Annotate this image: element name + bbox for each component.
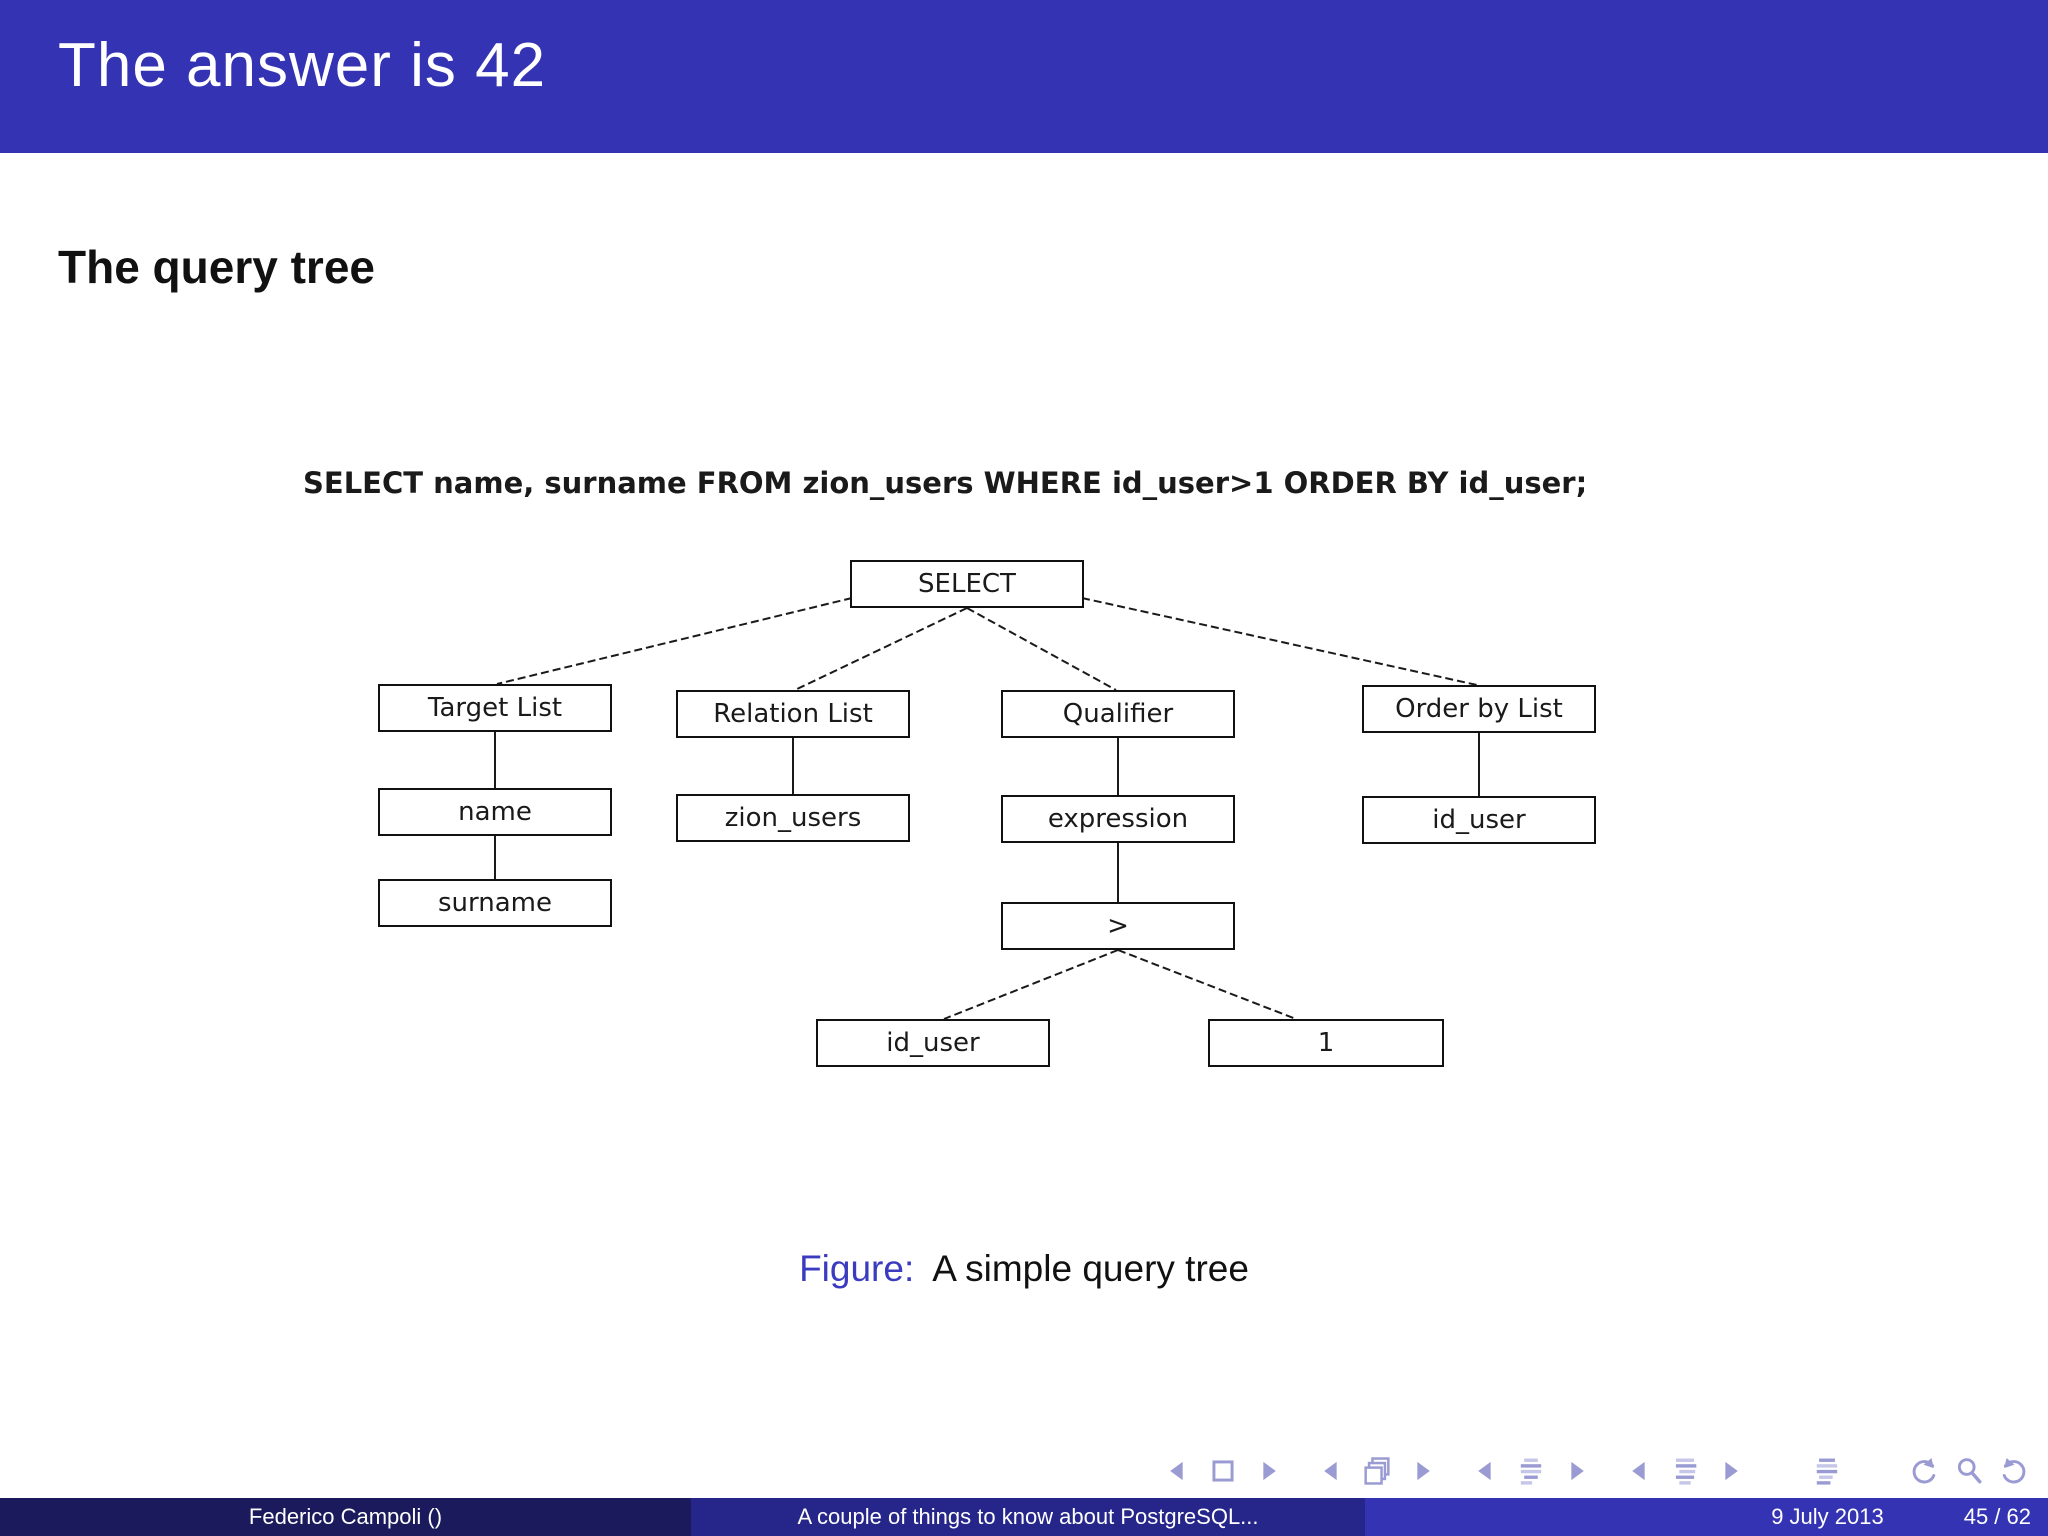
- footer-author-box: Federico Campoli (): [0, 1498, 691, 1536]
- undo-navigation-icon[interactable]: [1906, 1452, 1940, 1490]
- next-subsection-icon[interactable]: [1714, 1452, 1748, 1490]
- next-slide-icon[interactable]: [1252, 1452, 1286, 1490]
- prev-slide-icon[interactable]: [1160, 1452, 1194, 1490]
- footer-date-box: 9 July 2013 45 / 62: [1365, 1498, 2048, 1536]
- navigation-bar: [1160, 1452, 2032, 1490]
- prev-section-icon[interactable]: [1468, 1452, 1502, 1490]
- tree-node-surname: surname: [378, 879, 612, 927]
- figure-caption: Figure: A simple query tree: [0, 1248, 2048, 1290]
- tree-node-relation-list: Relation List: [676, 690, 910, 738]
- footer-short-title: A couple of things to know about Postgre…: [797, 1504, 1259, 1529]
- search-icon[interactable]: [1952, 1452, 1986, 1490]
- footer-title-box: A couple of things to know about Postgre…: [691, 1498, 1365, 1536]
- presentation-overview-icon[interactable]: [1810, 1452, 1844, 1490]
- tree-node-qualifier: Qualifier: [1001, 690, 1235, 738]
- footer-author: Federico Campoli (): [248, 1504, 443, 1529]
- footer: Federico Campoli () A couple of things t…: [0, 1498, 2048, 1536]
- tree-node-name: name: [378, 788, 612, 836]
- tree-node-constant-one: 1: [1208, 1019, 1444, 1067]
- tree-node-order-id-user: id_user: [1362, 796, 1596, 844]
- caption-text: A simple query tree: [932, 1248, 1249, 1289]
- tree-node-gt-operator: >: [1001, 902, 1235, 950]
- footer-page-number: 45 / 62: [1963, 1504, 2031, 1529]
- next-section-icon[interactable]: [1560, 1452, 1594, 1490]
- slide-header: The answer is 42: [0, 0, 2048, 153]
- footer-date: 9 July 2013: [1771, 1504, 1884, 1529]
- tree-node-target-list: Target List: [378, 684, 612, 732]
- sql-query-text: SELECT name, surname FROM zion_users WHE…: [303, 466, 1588, 500]
- redo-navigation-icon[interactable]: [1998, 1452, 2032, 1490]
- tree-node-order-by-list: Order by List: [1362, 685, 1596, 733]
- frame-overlays-icon[interactable]: [1360, 1452, 1394, 1490]
- tree-node-where-id-user: id_user: [816, 1019, 1050, 1067]
- block-subtitle: The query tree: [58, 241, 375, 293]
- next-frame-icon[interactable]: [1406, 1452, 1440, 1490]
- tree-node-expression: expression: [1001, 795, 1235, 843]
- caption-label: Figure:: [799, 1248, 915, 1289]
- prev-frame-icon[interactable]: [1314, 1452, 1348, 1490]
- tree-node-zion-users: zion_users: [676, 794, 910, 842]
- section-overview-icon[interactable]: [1514, 1452, 1548, 1490]
- slide-title: The answer is 42: [58, 31, 547, 100]
- tree-node-select: SELECT: [850, 560, 1084, 608]
- prev-subsection-icon[interactable]: [1622, 1452, 1656, 1490]
- subsection-overview-icon[interactable]: [1668, 1452, 1702, 1490]
- current-frame-icon[interactable]: [1206, 1452, 1240, 1490]
